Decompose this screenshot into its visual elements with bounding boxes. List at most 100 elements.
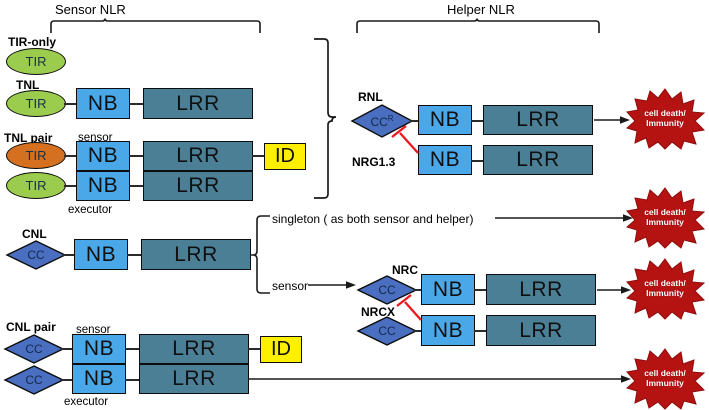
nb-domain: NB	[421, 315, 475, 346]
connector-line	[60, 379, 74, 381]
nb-domain: NB	[421, 274, 475, 305]
header-helper-nlr-label: Helper NLR	[447, 2, 515, 17]
starburst-shape	[625, 348, 706, 410]
helper-label-nrcx: NRCX	[361, 303, 395, 321]
arrow-sensor-to-nrc	[308, 281, 356, 289]
lrr-domain-label: LRR	[176, 174, 220, 197]
row-label-cnl: CNL	[22, 225, 47, 243]
lrr-domain-label: LRR	[176, 91, 220, 115]
nb-domain-label: NB	[429, 148, 461, 171]
connector-line	[413, 289, 423, 291]
tir-domain-label: TIR	[25, 96, 47, 111]
outcome-burst: cell death/Immunity	[625, 348, 706, 410]
header-helper-nlr: Helper NLR	[447, 1, 515, 19]
diamond-shape	[3, 365, 65, 395]
outcome-burst: cell death/Immunity	[625, 258, 706, 320]
nrg13-label: NRG1.3	[352, 155, 396, 169]
nb-domain: NB	[72, 364, 126, 394]
diamond-shape	[356, 275, 418, 305]
cc-domain: CC	[3, 334, 65, 364]
nb-domain: NB	[74, 239, 128, 270]
arrow-to-outcome	[594, 116, 630, 124]
nb-domain-label: NB	[85, 242, 117, 266]
connector-line	[413, 330, 423, 332]
lrr-domain-label: LRR	[174, 242, 218, 266]
starburst-shape	[625, 88, 706, 150]
helper-label-rnl: RNL	[358, 88, 383, 106]
executor-label: executor	[68, 204, 113, 216]
nb-domain: NB	[418, 105, 472, 135]
connector-line	[129, 103, 145, 105]
cnl-pair-label: CNL pair	[6, 320, 56, 334]
header-sensor-nlr: Sensor NLR	[55, 1, 126, 19]
connector-line	[129, 155, 145, 157]
id-domain-label: ID	[275, 145, 295, 167]
connector-line	[474, 330, 488, 332]
lrr-domain-label: LRR	[172, 337, 216, 360]
lrr-domain: LRR	[486, 274, 596, 305]
cc-domain: CC	[3, 365, 65, 395]
connector-line	[60, 348, 74, 350]
inhibition-arrow-nrcx	[396, 294, 422, 321]
nb-domain-label: NB	[83, 367, 115, 390]
diamond-shape	[3, 334, 65, 364]
arrow-cnl-pair-to-outcome	[248, 375, 631, 383]
nb-domain-label: NB	[432, 277, 464, 301]
diamond-shape	[5, 240, 67, 270]
nb-domain-label: NB	[87, 144, 119, 167]
outcome-burst: cell death/Immunity	[625, 88, 706, 150]
helper-label-nrg13: NRG1.3	[352, 153, 395, 171]
lrr-domain-label: LRR	[516, 148, 560, 171]
arrow-singleton-to-outcome	[495, 214, 633, 222]
starburst-shape	[625, 258, 706, 320]
lrr-domain: LRR	[141, 239, 251, 270]
connector-line	[410, 120, 420, 122]
lrr-domain: LRR	[483, 105, 593, 135]
connector-line	[62, 254, 76, 256]
nb-domain-label: NB	[87, 174, 119, 197]
nb-domain: NB	[72, 334, 126, 364]
id-domain-label: ID	[271, 338, 291, 360]
connector-line	[129, 185, 145, 187]
sensor-branch-label: sensor	[272, 279, 309, 293]
tnl-pair-executor-annot: executor	[68, 200, 112, 218]
lrr-domain: LRR	[483, 145, 593, 175]
lrr-domain: LRR	[139, 334, 249, 364]
tir-domain: TIR	[6, 172, 66, 199]
cc-domain: CC	[5, 240, 67, 270]
connector-line	[125, 379, 141, 381]
connector-line	[252, 155, 266, 157]
arrow-to-outcome	[597, 286, 631, 294]
outcome-burst: cell death/Immunity	[625, 187, 706, 249]
nb-domain-label: NB	[429, 108, 461, 131]
lrr-domain: LRR	[143, 88, 253, 119]
cnl-label: CNL	[22, 227, 47, 241]
bracket-helper-nlr	[356, 18, 600, 33]
lrr-domain: LRR	[486, 315, 596, 346]
cnl-pair-sensor-annot: sensor	[76, 320, 111, 338]
row-label-tir-only: TIR-only	[8, 33, 56, 51]
inhibition-arrow-nrg13	[391, 125, 419, 154]
nb-domain: NB	[76, 171, 130, 201]
lrr-domain: LRR	[143, 171, 253, 201]
lrr-domain-label: LRR	[172, 367, 216, 390]
cnl-pair-executor-annot: executor	[64, 392, 108, 410]
bracket-cnl-branch	[250, 215, 270, 294]
singleton-label: singleton ( as both sensor and helper)	[272, 212, 474, 226]
tir-domain-label: TIR	[25, 148, 47, 163]
nrc-label: NRC	[392, 263, 418, 277]
connector-line	[64, 185, 78, 187]
tir-domain: TIR	[6, 142, 66, 169]
diamond-shape	[350, 104, 414, 138]
nb-domain-label: NB	[83, 337, 115, 360]
lrr-domain: LRR	[139, 364, 249, 394]
nb-domain: NB	[418, 145, 472, 175]
rnl-label: RNL	[358, 90, 383, 104]
connector-line	[64, 103, 78, 105]
branch-sensor: sensor	[272, 277, 308, 295]
lrr-domain-label: LRR	[176, 144, 220, 167]
tir-domain: TIR	[6, 48, 66, 75]
executor-label: executor	[64, 396, 109, 408]
row-label-tnl: TNL	[16, 76, 39, 94]
